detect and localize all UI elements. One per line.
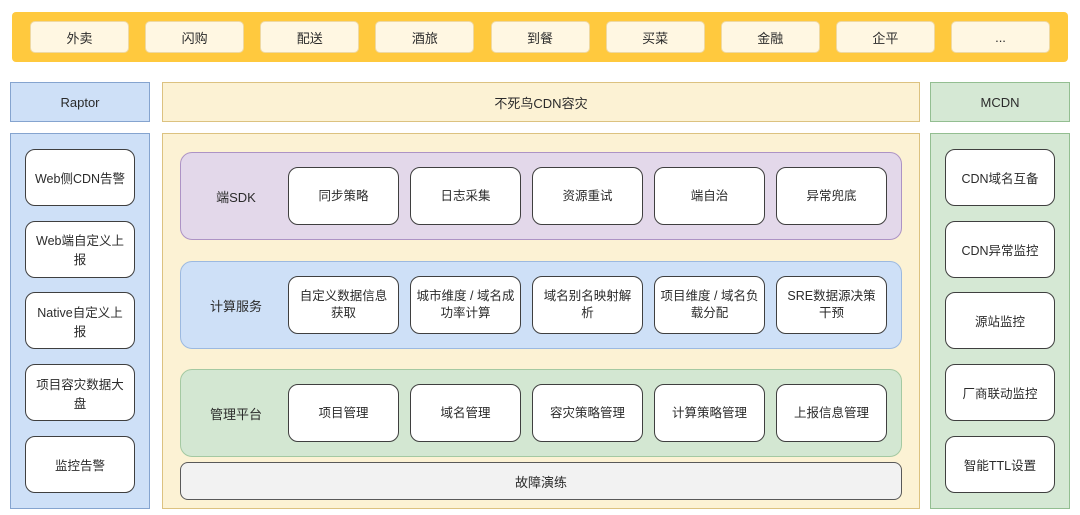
module-box: SRE数据源决策干预 bbox=[776, 276, 887, 334]
module-box: 日志采集 bbox=[410, 167, 521, 225]
compute-band: 计算服务 自定义数据信息获取 城市维度 / 域名成功率计算 域名别名映射解析 项… bbox=[180, 261, 902, 349]
module-box: 项目维度 / 域名负载分配 bbox=[654, 276, 765, 334]
cdn-dr-header: 不死鸟CDN容灾 bbox=[162, 82, 920, 122]
module-box: 域名别名映射解析 bbox=[532, 276, 643, 334]
module-box: 城市维度 / 域名成功率计算 bbox=[410, 276, 521, 334]
module-box: 项目容灾数据大盘 bbox=[25, 364, 135, 422]
band-label: 管理平台 bbox=[209, 406, 262, 422]
module-box: Web侧CDN告警 bbox=[25, 148, 135, 206]
mcdn-panel: CDN域名互备 CDN异常监控 源站监控 厂商联动监控 智能TTL设置 bbox=[930, 133, 1070, 509]
raptor-header: Raptor bbox=[10, 82, 150, 122]
management-band: 管理平台 项目管理 域名管理 容灾策略管理 计算策略管理 上报信息管理 bbox=[180, 369, 902, 457]
cdn-dr-panel: 端SDK 同步策略 日志采集 资源重试 端自治 异常兜底 计算服务 自定义数据信… bbox=[162, 133, 920, 509]
module-box: CDN域名互备 bbox=[945, 148, 1055, 206]
module-box: 源站监控 bbox=[945, 292, 1055, 350]
module-box: 厂商联动监控 bbox=[945, 364, 1055, 422]
module-box: 项目管理 bbox=[288, 384, 399, 442]
business-tabs-bar: 外卖 闪购 配送 酒旅 到餐 买菜 金融 企平 ... bbox=[12, 12, 1068, 62]
business-tab-jiulv: 酒旅 bbox=[375, 21, 475, 53]
business-tab-shangou: 闪购 bbox=[145, 21, 245, 53]
band-label: 端SDK bbox=[216, 189, 256, 205]
module-box: 上报信息管理 bbox=[776, 384, 887, 442]
module-box: 监控告警 bbox=[25, 436, 135, 494]
module-box: 域名管理 bbox=[410, 384, 521, 442]
module-box: 计算策略管理 bbox=[654, 384, 765, 442]
raptor-panel: Web侧CDN告警 Web端自定义上报 Native自定义上报 项目容灾数据大盘… bbox=[10, 133, 150, 509]
module-box: Web端自定义上报 bbox=[25, 220, 135, 278]
business-tab-peisong: 配送 bbox=[260, 21, 360, 53]
band-label: 计算服务 bbox=[209, 298, 262, 314]
sdk-band: 端SDK 同步策略 日志采集 资源重试 端自治 异常兜底 bbox=[180, 152, 902, 240]
module-box: 容灾策略管理 bbox=[532, 384, 643, 442]
mcdn-header: MCDN bbox=[930, 82, 1070, 122]
business-tab-more: ... bbox=[951, 21, 1050, 53]
fault-drill-bar: 故障演练 bbox=[180, 462, 902, 500]
module-box: 异常兜底 bbox=[776, 167, 887, 225]
module-box: 自定义数据信息获取 bbox=[288, 276, 399, 334]
business-tab-jinrong: 金融 bbox=[720, 21, 820, 53]
module-box: 资源重试 bbox=[532, 167, 643, 225]
module-box: Native自定义上报 bbox=[25, 292, 135, 350]
module-box: 端自治 bbox=[654, 167, 765, 225]
business-tab-maicai: 买菜 bbox=[605, 21, 705, 53]
module-box: 智能TTL设置 bbox=[945, 436, 1055, 494]
module-box: CDN异常监控 bbox=[945, 220, 1055, 278]
module-box: 同步策略 bbox=[288, 167, 399, 225]
business-tab-daocan: 到餐 bbox=[490, 21, 590, 53]
business-tab-qiping: 企平 bbox=[835, 21, 935, 53]
business-tab-waimai: 外卖 bbox=[30, 21, 129, 53]
